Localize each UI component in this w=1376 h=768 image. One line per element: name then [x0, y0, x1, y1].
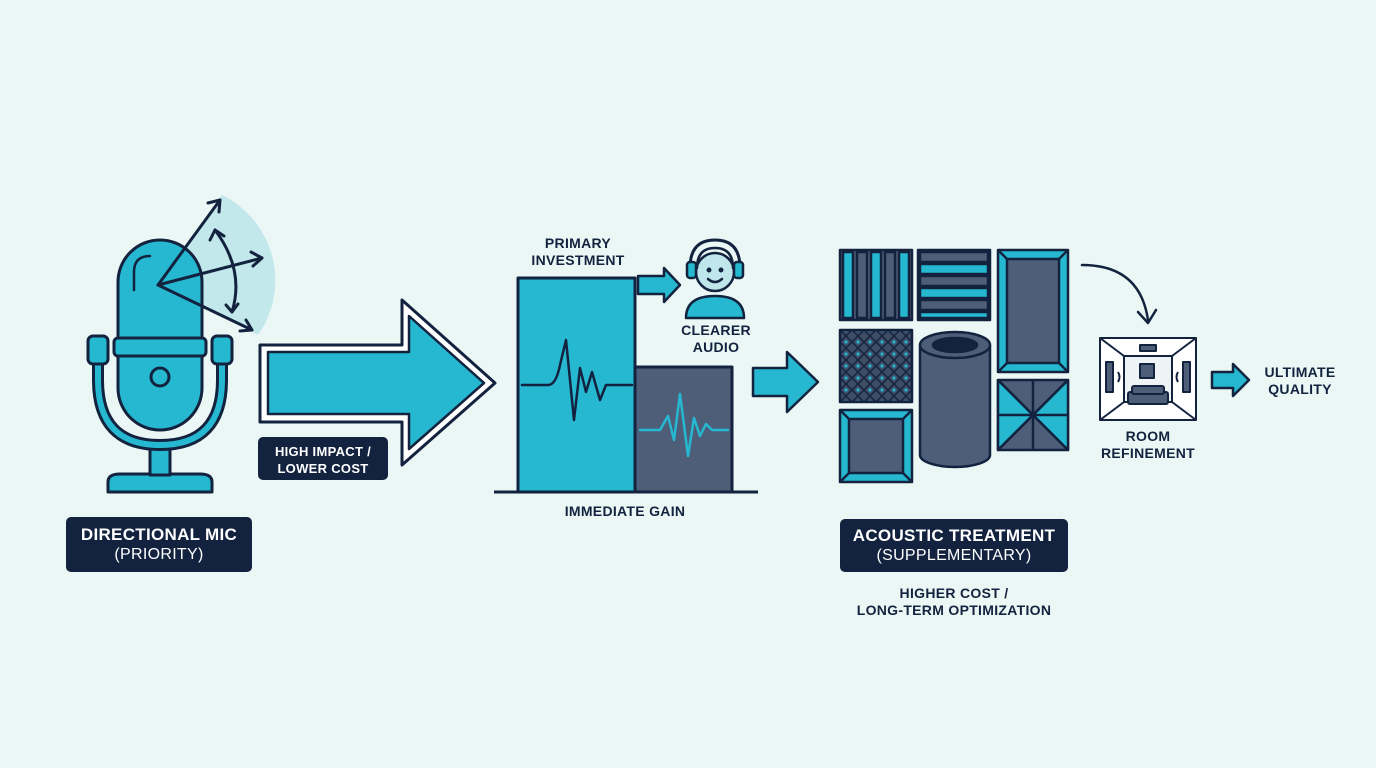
ultimate-quality-label: ULTIMATE QUALITY — [1264, 364, 1336, 397]
waveform-icon — [638, 392, 730, 458]
high-impact-line-1: HIGH IMPACT / — [274, 444, 372, 459]
room-refinement-label: ROOM REFINEMENT — [1101, 428, 1195, 461]
acoustic-treatment-subtitle: (SUPPLEMENTARY) — [876, 547, 1032, 564]
medium-arrow-icon — [751, 350, 820, 414]
primary-investment-label: PRIMARY INVESTMENT — [531, 235, 625, 268]
gain-chart-icon — [494, 276, 758, 494]
acoustic-treatment-badge: ACOUSTIC TREATMENT (SUPPLEMENTARY) — [840, 519, 1068, 572]
waveform-icon — [520, 338, 634, 422]
directional-mic-title: DIRECTIONAL MIC — [80, 525, 238, 544]
acoustic-treatment-title: ACOUSTIC TREATMENT — [852, 526, 1056, 545]
directional-mic-subtitle: (PRIORITY) — [114, 546, 204, 563]
high-impact-line-2: LOWER COST — [277, 461, 369, 476]
listener-headphones-icon — [684, 238, 746, 320]
small-arrow-icon — [636, 266, 682, 304]
clearer-audio-label: CLEARER AUDIO — [681, 322, 751, 355]
final-arrow-icon — [1210, 362, 1251, 398]
acoustic-panel-icon — [838, 248, 1070, 484]
immediate-gain-label: IMMEDIATE GAIN — [564, 503, 686, 519]
high-impact-badge: HIGH IMPACT / LOWER COST — [258, 437, 388, 480]
pickup-pattern-icon — [158, 195, 276, 335]
microphone-icon — [86, 195, 276, 494]
higher-cost-label: HIGHER COST / LONG-TERM OPTIMIZATION — [856, 585, 1052, 618]
curved-arrow-icon — [1080, 263, 1158, 325]
room-icon — [1099, 337, 1197, 421]
directional-mic-badge: DIRECTIONAL MIC (PRIORITY) — [66, 517, 252, 572]
bass-trap-icon — [918, 330, 992, 469]
